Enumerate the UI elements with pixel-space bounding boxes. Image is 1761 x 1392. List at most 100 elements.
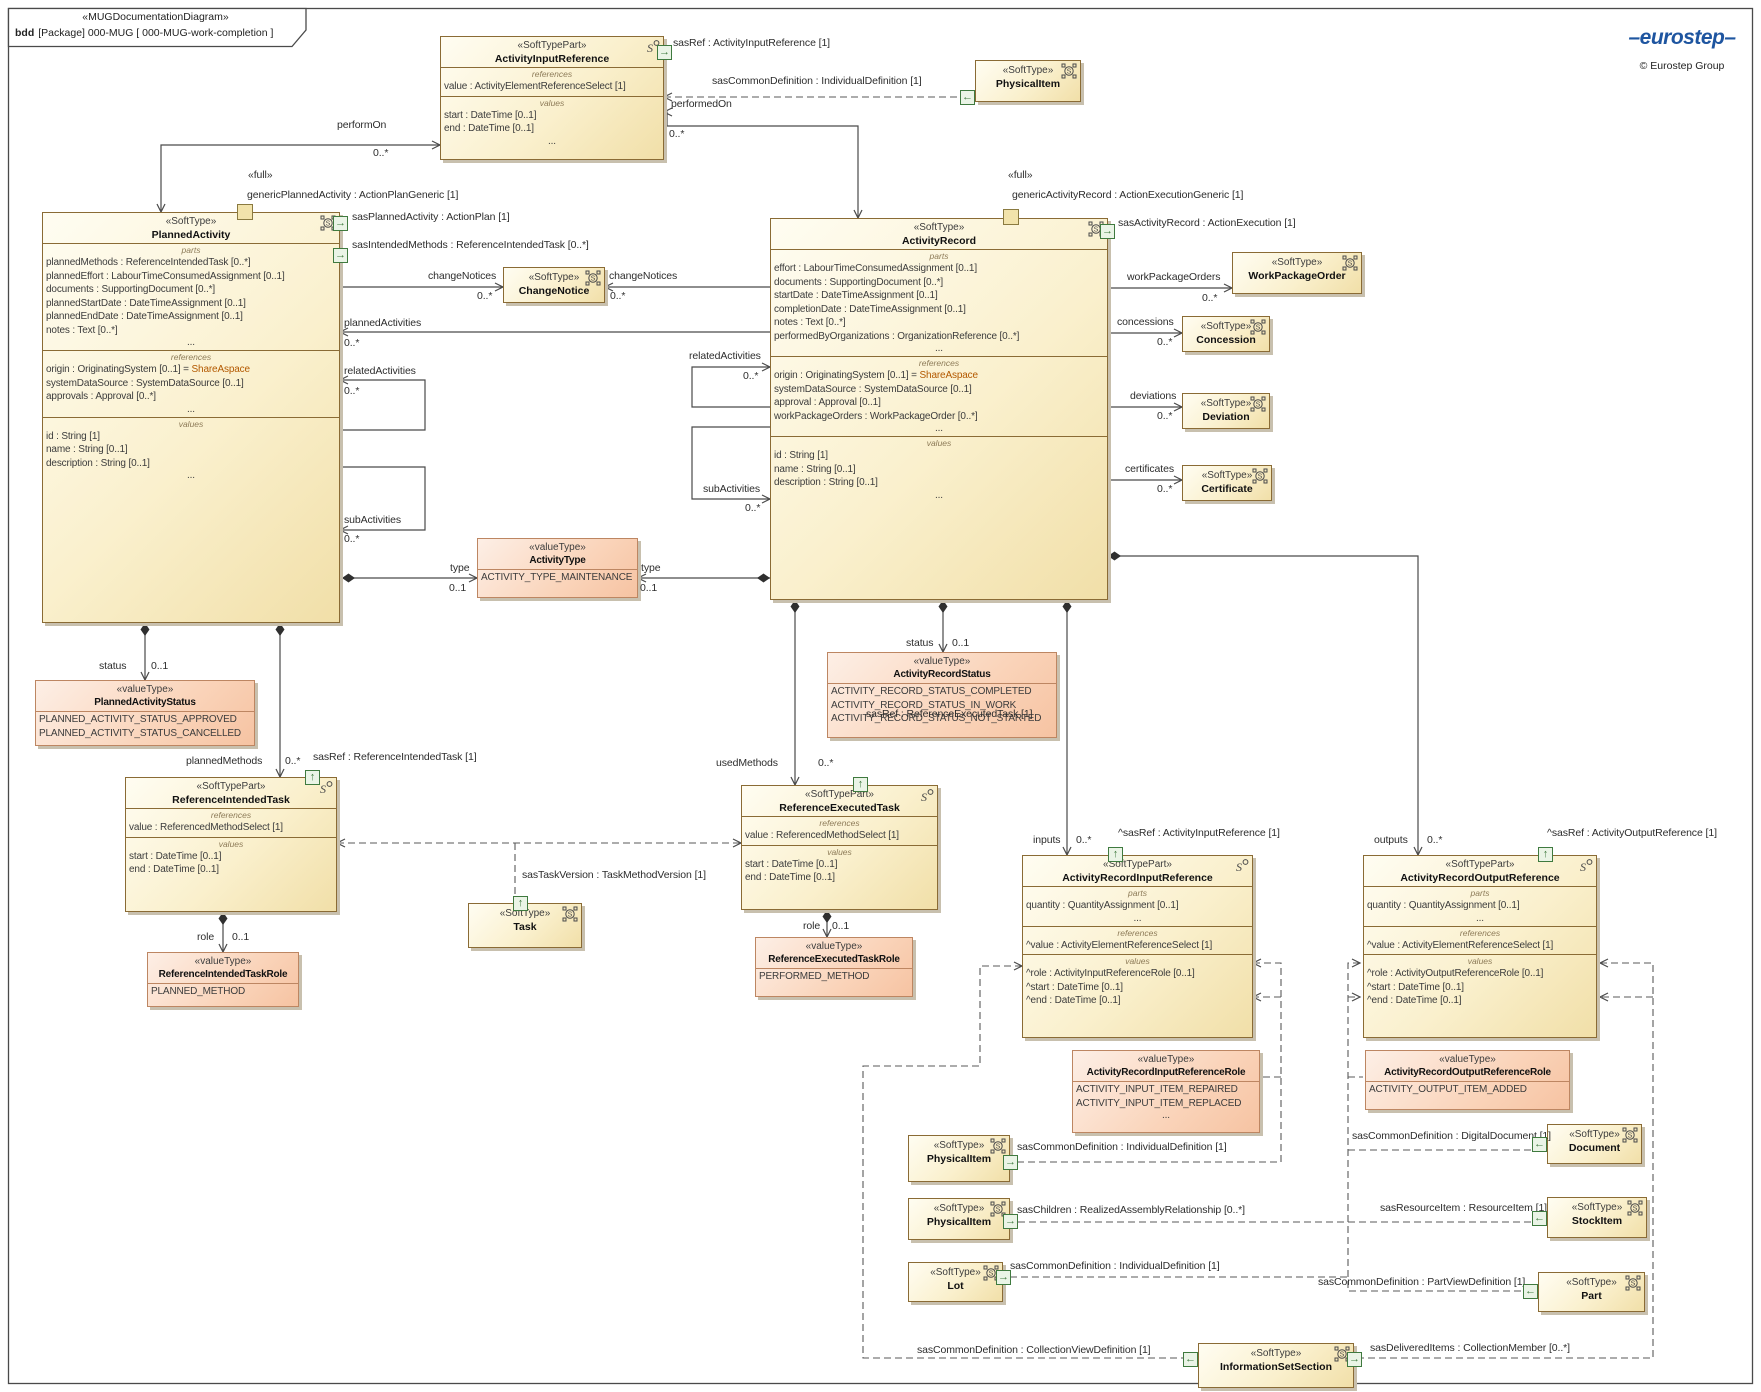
physical-item-2-name: PhysicalItem [926, 1216, 992, 1228]
edge-label: 0..* [745, 502, 761, 514]
edge-label: «full» [248, 169, 273, 181]
association-connector [664, 111, 859, 218]
edge-label: changeNotices [428, 270, 497, 282]
svg-text:S: S [1256, 325, 1261, 332]
edge-label: 0..* [669, 128, 685, 140]
edge-label: sasCommonDefinition : IndividualDefiniti… [712, 75, 922, 87]
activity-record-input-reference-role[interactable]: «valueType»ActivityRecordInputReferenceR… [1072, 1050, 1260, 1133]
activity-record-output-reference[interactable]: «SoftTypePart»ActivityRecordOutputRefere… [1363, 855, 1597, 1038]
edge-label: changeNotices [609, 270, 678, 282]
planned-activity-attribute: origin : OriginatingSystem [0..1] = Shar… [46, 364, 250, 375]
svg-text:S: S [1236, 860, 1242, 874]
lot-name: Lot [947, 1280, 964, 1292]
reference-intended-task-attribute: end : DateTime [0..1] [129, 864, 219, 875]
svg-text:S: S [326, 221, 331, 228]
activity-record-status-literal: ACTIVITY_RECORD_STATUS_COMPLETED [831, 686, 1032, 697]
svg-text:S: S [1628, 1133, 1633, 1140]
activity-record-output-reference-role[interactable]: «valueType»ActivityRecordOutputReference… [1365, 1050, 1570, 1110]
deviation-name: Deviation [1202, 411, 1250, 423]
activity-record-input-reference[interactable]: «SoftTypePart»ActivityRecordInputReferen… [1022, 855, 1253, 1038]
arrowhead [1251, 958, 1262, 968]
activity-type-header: «valueType»ActivityType [478, 539, 637, 569]
activity-record-attribute: completionDate : DateTimeAssignment [0..… [774, 303, 966, 315]
reference-executed-task-role-stereotype: «valueType» [805, 941, 863, 952]
softtype-icon: S [1250, 396, 1266, 412]
activity-record-input-reference-attribute: quantity : QuantityAssignment [0..1] [1026, 900, 1179, 911]
association-connector [691, 426, 770, 500]
activity-input-reference-attribute: end : DateTime [0..1] [444, 123, 534, 134]
planned-activity-attribute: id : String [1] [46, 430, 100, 442]
activity-input-reference-attribute: ... [548, 135, 556, 147]
document-stereotype: «SoftType» [1569, 1129, 1620, 1140]
activity-record-input-reference-role-literal: ACTIVITY_INPUT_ITEM_REPLACED [1076, 1097, 1242, 1109]
physical-item-1-name: PhysicalItem [926, 1153, 992, 1165]
activity-record-output-reference-compartment-references: references^value : ActivityElementRefere… [1364, 925, 1596, 955]
arrowhead [603, 282, 614, 292]
edge-label: role [197, 931, 215, 943]
softtypepart-icon: S [918, 788, 934, 804]
softtypepart-icon: S [647, 40, 660, 55]
part-name: Part [1581, 1290, 1602, 1302]
task-name: Task [513, 921, 537, 933]
edge-label: ^sasRef : ActivityInputReference [1] [1118, 827, 1280, 839]
edge-label: status [906, 637, 934, 649]
flow-out-port: → [1003, 1214, 1018, 1229]
reference-executed-task-role-name: ReferenceExecutedTaskRole [768, 954, 900, 965]
edge-label: inputs [1033, 834, 1061, 846]
physical-item-top-stereotype: «SoftType» [1002, 65, 1054, 76]
softtype-icon: S [1252, 468, 1268, 484]
svg-text:S: S [996, 1144, 1001, 1151]
edge-label: sasActivityRecord : ActionExecution [1] [1118, 217, 1296, 229]
flow-up-port: ↑ [305, 770, 320, 785]
concession-name: Concession [1196, 334, 1256, 346]
edge-label: type [641, 562, 661, 574]
activity-record-status-stereotype: «valueType» [913, 656, 971, 667]
reference-intended-task-compartment-label: values [218, 838, 244, 849]
softtype-icon: S [1342, 255, 1358, 271]
activity-record-attribute: performedByOrganizations : OrganizationR… [774, 330, 1020, 342]
flow-in-port: ← [960, 90, 975, 105]
composition-diamond [342, 573, 355, 583]
activity-record-attribute: effort : LabourTimeConsumedAssignment [0… [774, 263, 977, 274]
softtype-icon: S [1252, 468, 1268, 484]
edge-label: concessions [1117, 316, 1174, 328]
flow-out-port: → [657, 45, 672, 60]
activity-record-input-reference-attribute: ^start : DateTime [0..1] [1026, 981, 1123, 993]
work-package-order-name: WorkPackageOrder [1248, 270, 1346, 282]
flow-out-port: → [333, 216, 348, 231]
planned-activity-compartment-label: references [170, 352, 212, 362]
